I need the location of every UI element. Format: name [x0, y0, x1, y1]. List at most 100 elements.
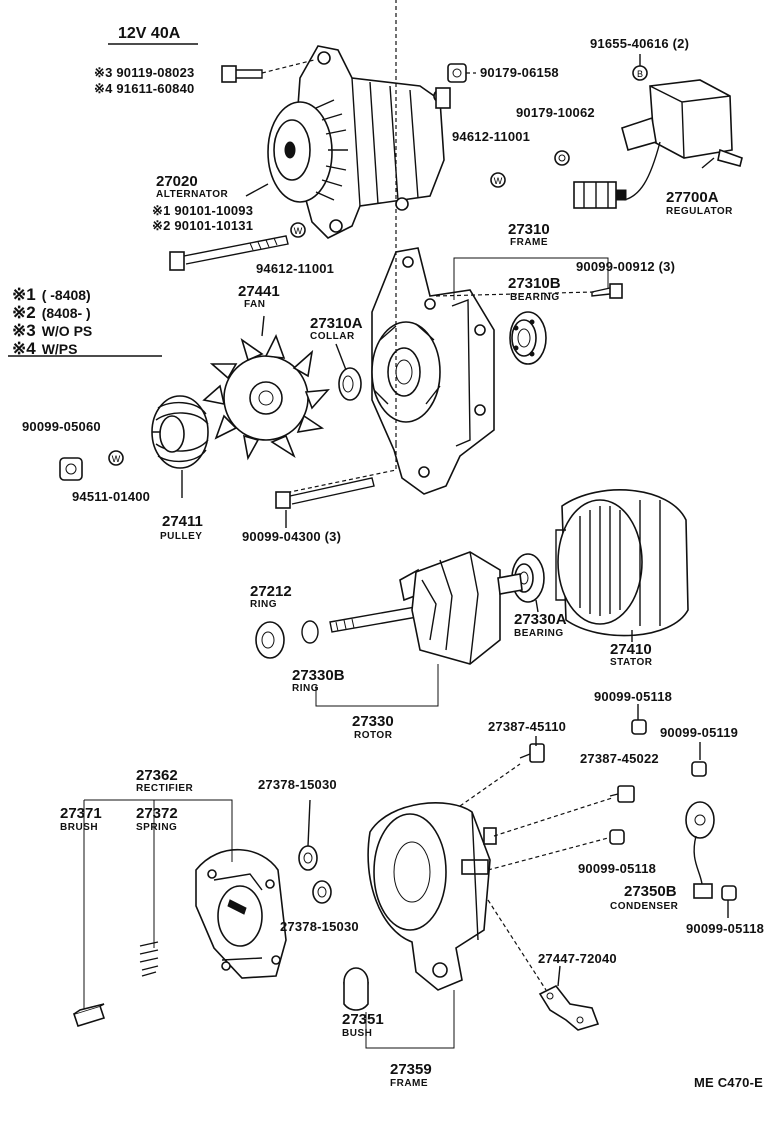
alternator-assembly-drawing — [267, 45, 451, 239]
part-label-27359: 27359 — [390, 1061, 432, 1078]
insulator-27378-b-drawing — [312, 880, 332, 904]
part-name-ring-27330b: RING — [292, 683, 319, 694]
part-name-condenser: CONDENSER — [610, 901, 679, 912]
part-label-90179-06158: 90179-06158 — [480, 65, 559, 80]
part-label-27330: 27330 — [352, 713, 394, 730]
part-label-27387-45022: 27387-45022 — [580, 751, 659, 766]
part-label-27330B: 27330B — [292, 667, 345, 684]
part-label-27212: 27212 — [250, 583, 292, 600]
svg-text:W: W — [494, 176, 503, 186]
part-label-27378-15030-b: 27378-15030 — [280, 919, 359, 934]
part-name-bearing-27330a: BEARING — [514, 628, 564, 639]
washer-w-3: W — [108, 450, 124, 466]
part-label-27378-15030-a: 27378-15030 — [258, 777, 337, 792]
svg-text:B: B — [637, 69, 643, 79]
note-2: ※2(8408- ) — [12, 303, 91, 322]
part-name-frame-27310: FRAME — [510, 237, 549, 248]
bolt-90099-04300-drawing — [275, 477, 375, 509]
part-label-90099-05118-b: 90099-05118 — [578, 861, 657, 876]
ring-27330b-drawing — [301, 620, 319, 644]
part-label-27020: 27020 — [156, 173, 198, 190]
part-label-27372: 27372 — [136, 805, 178, 822]
part-name-frame-27359: FRAME — [390, 1078, 429, 1089]
bolt-b-mark: B — [632, 65, 648, 81]
part-label-90101-10093: ※1 90101-10093 — [152, 203, 254, 218]
part-name-stator: STATOR — [610, 657, 653, 668]
part-name-rotor: ROTOR — [354, 730, 393, 741]
part-label-27310A: 27310A — [310, 315, 363, 332]
svg-text:W: W — [112, 454, 121, 464]
part-label-27411: 27411 — [162, 513, 203, 530]
part-name-spring: SPRING — [136, 822, 178, 833]
ring-27212-drawing — [255, 621, 285, 659]
part-name-collar: COLLAR — [310, 331, 355, 342]
part-label-27410: 27410 — [610, 641, 652, 658]
screw-27387-45110-drawing — [519, 743, 545, 763]
part-label-27700A: 27700A — [666, 189, 719, 206]
fan-27441-drawing — [202, 333, 330, 461]
part-label-90099-05119: 90099-05119 — [660, 725, 739, 740]
spring-27372-drawing — [139, 941, 159, 977]
bracket-27447-drawing — [538, 984, 600, 1031]
part-name-bearing-27310b: BEARING — [510, 292, 560, 303]
part-label-27350B: 27350B — [624, 883, 677, 900]
condenser-27350b-drawing — [685, 801, 715, 899]
part-label-91611-60840: ※4 91611-60840 — [94, 81, 195, 96]
rectifier-27362-drawing — [195, 848, 287, 979]
nut-90179-06158-drawing — [447, 63, 467, 83]
part-label-90119-08023: ※3 90119-08023 — [94, 65, 195, 80]
part-label-27387-45110: 27387-45110 — [488, 719, 567, 734]
part-label-91655-40616: 91655-40616 (2) — [590, 36, 690, 51]
part-label-90099-05118-c: 90099-05118 — [686, 921, 765, 936]
bush-27351-drawing — [343, 967, 369, 1011]
part-label-27330A: 27330A — [514, 611, 567, 628]
part-label-27441: 27441 — [238, 283, 280, 300]
part-label-27351: 27351 — [342, 1011, 384, 1028]
bolt-90119-drawing — [221, 65, 263, 83]
part-label-94612-11001-a: 94612-11001 — [452, 129, 531, 144]
screw-27387-45022-drawing — [609, 785, 635, 803]
part-label-94612-11001-b: 94612-11001 — [256, 261, 335, 276]
bearing-27310b-drawing — [509, 311, 547, 365]
brush-27371-drawing — [72, 1003, 106, 1027]
part-label-94511-01400: 94511-01400 — [72, 489, 151, 504]
part-label-90099-05118-a: 90099-05118 — [594, 689, 673, 704]
note-1: ※1( -8408) — [12, 285, 91, 304]
part-label-90179-10062: 90179-10062 — [516, 105, 595, 120]
frame-27359-drawing — [367, 802, 497, 991]
nut-90099-05118-b-drawing — [609, 829, 625, 845]
part-label-27447-72040: 27447-72040 — [538, 951, 617, 966]
part-label-27362: 27362 — [136, 767, 178, 784]
nut-90099-05118-a-drawing — [631, 719, 647, 735]
bolt-90099-00912-drawing — [591, 283, 623, 299]
rotor-27330-drawing — [329, 551, 523, 665]
nut-90099-05118-c-drawing — [721, 885, 737, 901]
part-label-27310: 27310 — [508, 221, 550, 238]
pulley-27411-drawing — [151, 395, 209, 469]
nut-90099-05060-drawing — [59, 457, 83, 481]
part-label-90099-00912: 90099-00912 (3) — [576, 259, 676, 274]
regulator-drawing — [573, 79, 743, 209]
part-label-90099-05060: 90099-05060 — [22, 419, 101, 434]
part-label-27371: 27371 — [60, 805, 102, 822]
svg-text:W: W — [294, 226, 303, 236]
part-name-regulator: REGULATOR — [666, 206, 733, 217]
collar-27310a-drawing — [338, 367, 362, 401]
diagram-code: ME C470-E — [694, 1075, 763, 1090]
part-name-fan: FAN — [244, 299, 266, 310]
part-label-90099-04300: 90099-04300 (3) — [242, 529, 342, 544]
bolt-90101-drawing — [169, 235, 289, 271]
part-name-bush: BUSH — [342, 1028, 373, 1039]
diagram-title: 12V 40A — [118, 25, 181, 42]
part-label-27310B: 27310B — [508, 275, 561, 292]
stator-27410-drawing — [555, 489, 689, 637]
nut-90099-05119-drawing — [691, 761, 707, 777]
nut-90179-10062-drawing — [554, 150, 570, 166]
part-name-ring-27212: RING — [250, 599, 277, 610]
part-name-pulley: PULLEY — [160, 531, 203, 542]
part-label-90101-10131: ※2 90101-10131 — [152, 218, 254, 233]
